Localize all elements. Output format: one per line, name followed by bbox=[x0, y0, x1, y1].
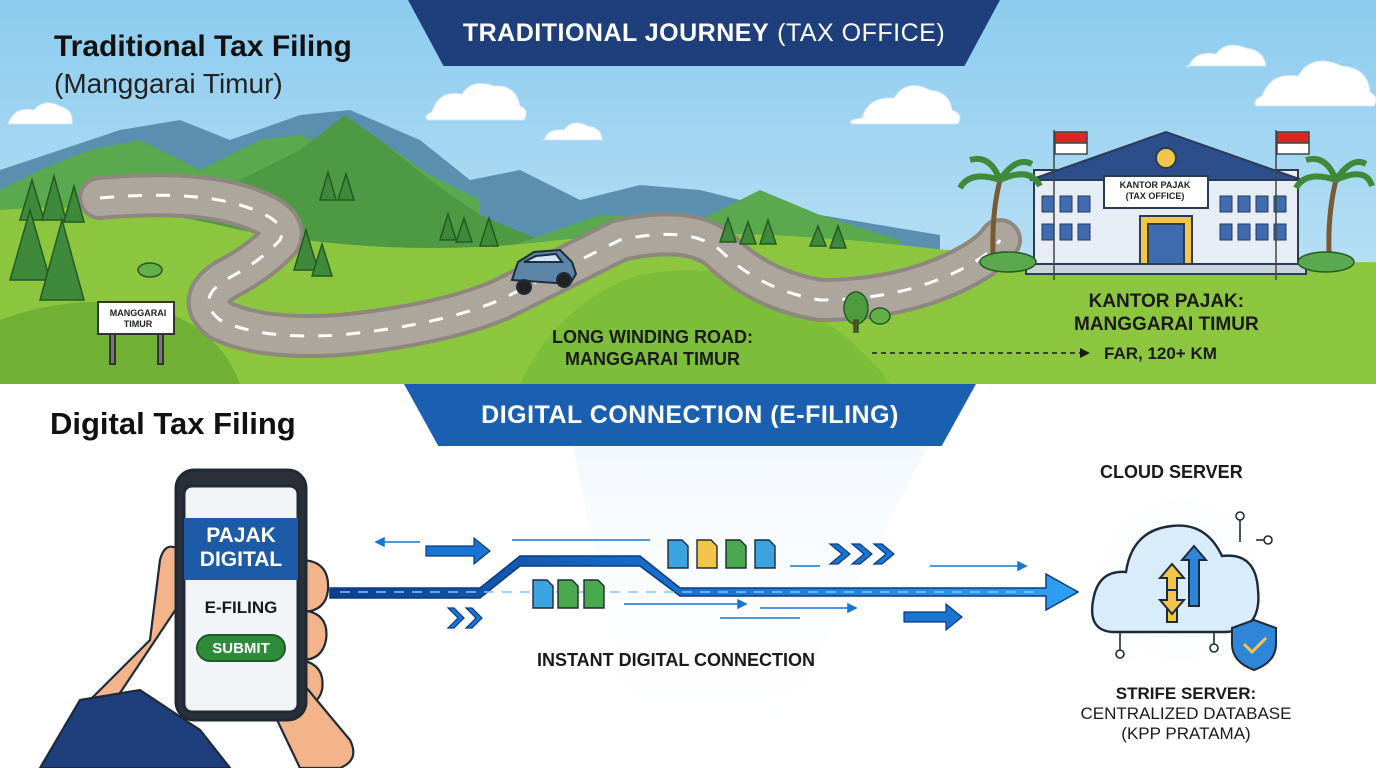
tax-office-building bbox=[1025, 130, 1307, 275]
road-label-line2: MANGGARAI TIMUR bbox=[565, 349, 740, 369]
grass-hill-left bbox=[0, 302, 240, 384]
road-label: LONG WINDING ROAD: MANGGARAI TIMUR bbox=[552, 326, 753, 370]
data-arrows bbox=[425, 536, 963, 632]
building-sign-line2: (TAX OFFICE) bbox=[1125, 191, 1185, 201]
flags bbox=[1053, 130, 1310, 280]
page-title-digital: Digital Tax Filing bbox=[50, 406, 296, 441]
server-label-line2: CENTRALIZED DATABASE bbox=[1080, 704, 1292, 723]
phone-app-title-line2: DIGITAL bbox=[199, 548, 283, 571]
page-title-traditional: Traditional Tax Filing bbox=[54, 30, 352, 63]
clouds bbox=[7, 44, 1376, 141]
road-sign bbox=[97, 301, 175, 365]
office-label-line1: KANTOR PAJAK: bbox=[1088, 291, 1245, 312]
office-label: KANTOR PAJAK: MANGGARAI TIMUR bbox=[1074, 290, 1259, 336]
cloud-server-title: CLOUD SERVER bbox=[1100, 462, 1243, 482]
phone-app-title-line1: PAJAK bbox=[206, 524, 276, 547]
server-label-line3: (KPP PRATAMA) bbox=[1121, 724, 1251, 743]
building-sign-text: KANTOR PAJAK (TAX OFFICE) bbox=[1105, 180, 1205, 202]
light-beam bbox=[560, 384, 960, 768]
page-subtitle-location: (Manggarai Timur) bbox=[54, 68, 283, 99]
road-sign-text: MANGGARAI TIMUR bbox=[102, 308, 174, 330]
distance-arrow bbox=[872, 348, 1090, 358]
car bbox=[510, 248, 578, 295]
document-icons bbox=[532, 539, 776, 609]
cloud-server-icon bbox=[1080, 480, 1280, 680]
connection-label: INSTANT DIGITAL CONNECTION bbox=[537, 650, 815, 670]
office-label-line2: MANGGARAI TIMUR bbox=[1074, 314, 1259, 335]
road-sign-line1: MANGGARAI bbox=[109, 308, 167, 318]
server-label-line1: STRIFE SERVER: bbox=[1115, 684, 1257, 703]
connection-beam bbox=[329, 555, 1080, 612]
smartphone bbox=[174, 468, 308, 722]
round-trees bbox=[137, 262, 891, 333]
digital-scene bbox=[0, 384, 1376, 768]
banner-normal-text: (TAX OFFICE) bbox=[777, 18, 946, 47]
thin-arrows bbox=[374, 536, 1028, 619]
server-label: STRIFE SERVER: CENTRALIZED DATABASE (KPP… bbox=[1068, 684, 1304, 744]
phone-efiling-label: E-FILING bbox=[204, 598, 278, 617]
digital-connection-banner: DIGITAL CONNECTION (E-FILING) bbox=[404, 384, 976, 446]
phone-app-title: PAJAK DIGITAL bbox=[182, 524, 300, 572]
building-sign-line1: KANTOR PAJAK bbox=[1119, 180, 1191, 190]
distance-label: FAR, 120+ KM bbox=[1104, 344, 1217, 363]
submit-button[interactable]: SUBMIT bbox=[196, 634, 286, 662]
road-sign-line2: TIMUR bbox=[123, 319, 153, 329]
grass-hill-front bbox=[520, 270, 890, 384]
pine-trees bbox=[9, 169, 848, 301]
traditional-journey-banner: TRADITIONAL JOURNEY (TAX OFFICE) bbox=[408, 0, 1000, 66]
road-label-line1: LONG WINDING ROAD: bbox=[552, 327, 753, 347]
banner-bold-text: TRADITIONAL JOURNEY bbox=[462, 18, 770, 47]
palm-trees bbox=[957, 156, 1375, 273]
